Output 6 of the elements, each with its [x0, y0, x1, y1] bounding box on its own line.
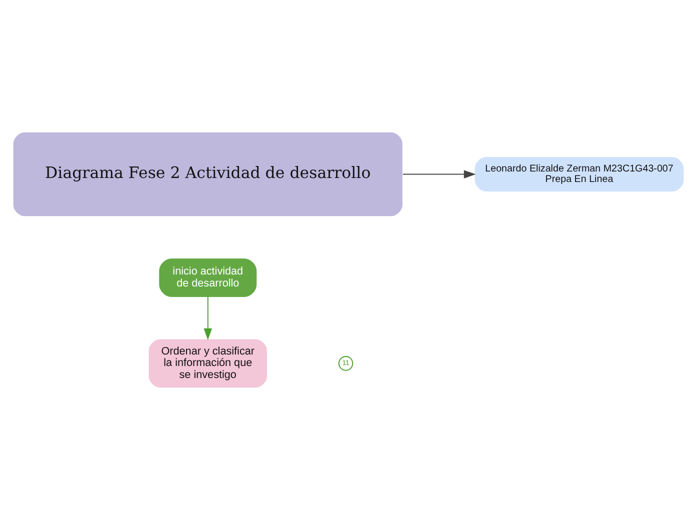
node-box: Diagrama Fese 2 Actividad de desarrollo — [12, 131, 404, 218]
node-box: inicio actividad de desarrollo — [159, 258, 257, 297]
arrow — [402, 170, 476, 178]
arrow — [204, 296, 212, 340]
node-box: Ordenar y clasificar la información que se investigo — [148, 338, 268, 389]
node-box: Leonardo Elizalde Zerman M23C1G43-007 Prepa En Linea — [474, 156, 685, 193]
